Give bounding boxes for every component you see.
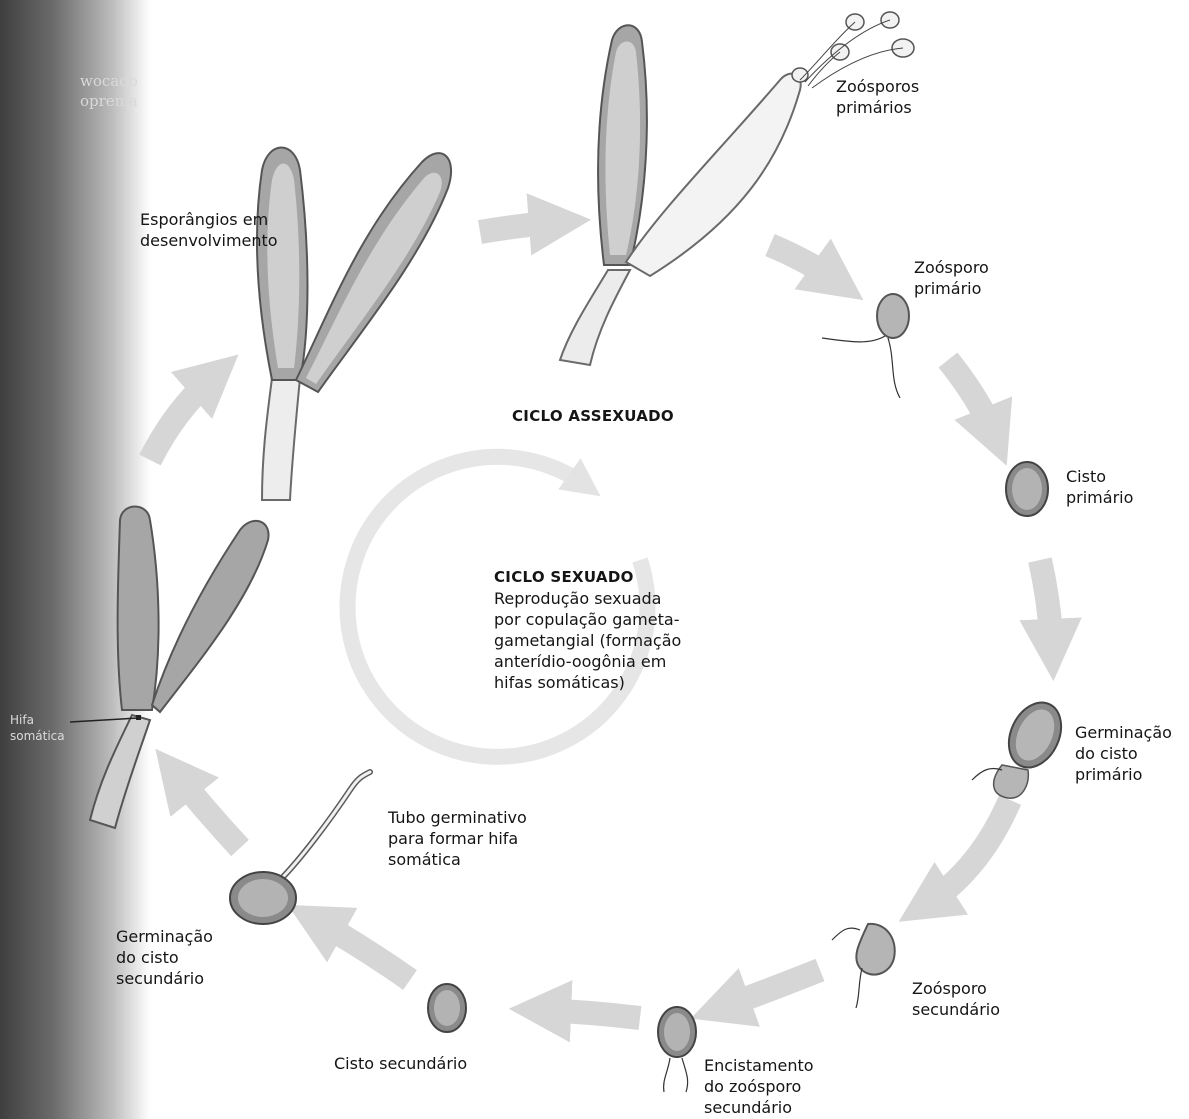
label-secondary-cyst: Cisto secundário xyxy=(334,1053,467,1074)
releasing-sporangia-drawing xyxy=(560,12,914,365)
arrow-cyst-to-germination xyxy=(1040,560,1052,650)
arrow-sporangia-to-release xyxy=(480,222,560,232)
encystment-drawing xyxy=(658,1007,696,1092)
asexual-cycle-title: CICLO ASSEXUADO xyxy=(512,406,674,427)
secondary-cyst-drawing xyxy=(428,984,466,1032)
arrow-zoospore-to-encystment xyxy=(720,970,820,1008)
arrow-germination-to-hypha xyxy=(175,773,240,848)
sexual-cycle-line: gametangial (formação xyxy=(494,630,681,651)
secondary-zoospore-drawing xyxy=(832,924,895,1008)
arrow-hypha-to-sporangia xyxy=(150,375,215,460)
germination-primary-cyst-drawing xyxy=(972,694,1071,798)
developing-sporangia-drawing xyxy=(257,148,451,501)
primary-cyst-drawing xyxy=(1006,462,1048,516)
sexual-cycle-line: hifas somáticas) xyxy=(494,672,681,693)
sexual-cycle-block: CICLO SEXUADO Reprodução sexuada por cop… xyxy=(494,567,681,693)
sexual-cycle-line: Reprodução sexuada xyxy=(494,588,681,609)
arrow-encystment-to-cyst xyxy=(540,1010,640,1018)
germination-secondary-cyst-drawing xyxy=(230,772,370,924)
arrow-zoospore-to-cyst xyxy=(948,360,995,437)
sexual-cycle-title: CICLO SEXUADO xyxy=(494,567,681,588)
sexual-cycle-line: por copulação gameta- xyxy=(494,609,681,630)
arrow-germination-to-secondary-zoospore xyxy=(925,800,1010,905)
arrow-cyst-to-germination-secondary xyxy=(315,920,410,980)
sexual-cycle-line: anterídio-oogônia em xyxy=(494,651,681,672)
primary-zoospore-drawing xyxy=(822,294,909,398)
arrow-release-to-zoospore xyxy=(770,245,838,282)
